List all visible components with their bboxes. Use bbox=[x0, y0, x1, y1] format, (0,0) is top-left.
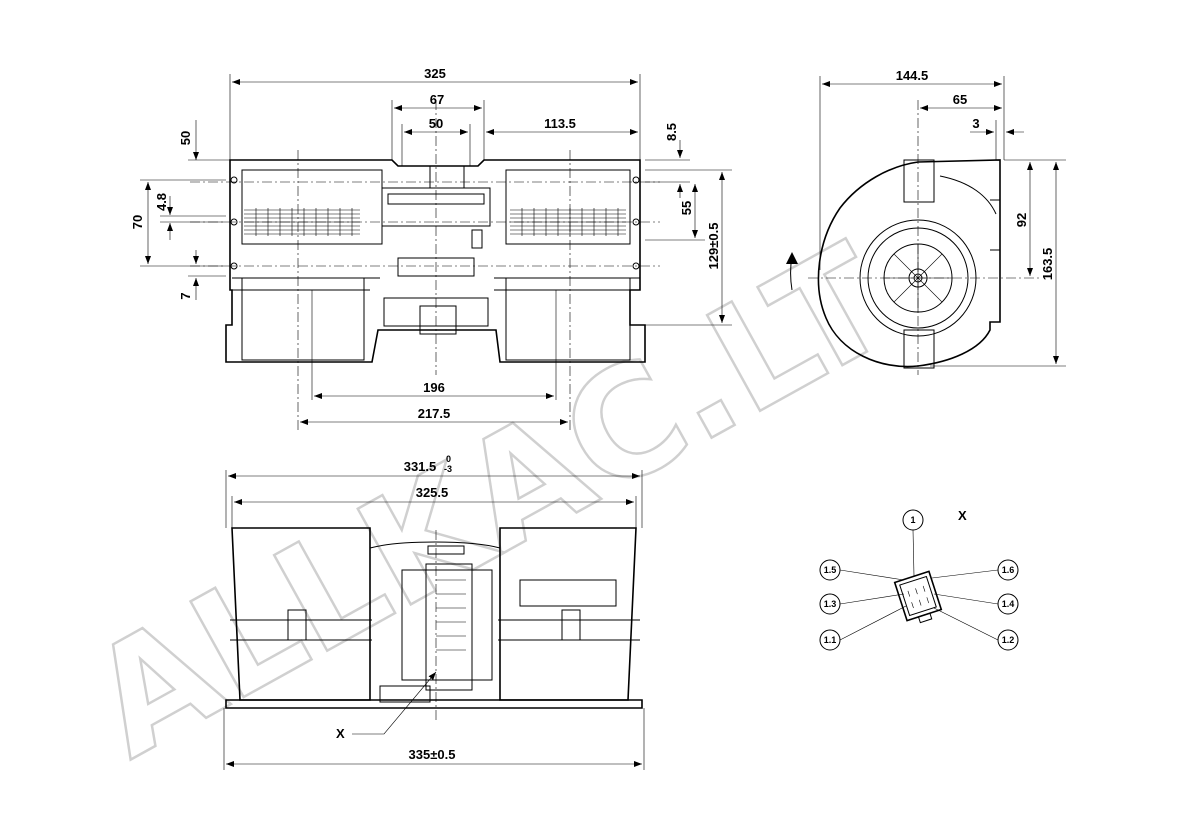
dim-inlet-span: 196 bbox=[311, 290, 557, 400]
detail-title: X bbox=[958, 508, 967, 523]
dim-total-height: 129±0.5 bbox=[645, 169, 732, 326]
svg-text:113.5: 113.5 bbox=[544, 116, 576, 131]
connector-body bbox=[893, 570, 943, 624]
svg-text:1.2: 1.2 bbox=[1002, 635, 1015, 645]
front-view: 325 67 50 113.5 8.5 bbox=[130, 66, 732, 430]
svg-text:1.3: 1.3 bbox=[824, 599, 837, 609]
dim-flange: 3 bbox=[970, 116, 1024, 160]
dim-inlet-height: 70 bbox=[130, 179, 226, 267]
pin-label-1.6: 1.6 bbox=[997, 559, 1019, 581]
pin-leaders bbox=[839, 529, 999, 641]
svg-text:65: 65 bbox=[953, 92, 967, 107]
dim-overall-width: 325 bbox=[229, 66, 641, 160]
pin-label-1: 1 bbox=[902, 509, 924, 531]
dim-axis-offset: 65 bbox=[920, 92, 1002, 111]
svg-text:67: 67 bbox=[430, 92, 444, 107]
svg-text:4.8: 4.8 bbox=[154, 193, 169, 211]
svg-text:-3: -3 bbox=[444, 464, 452, 474]
dim-upper-height: 50 bbox=[178, 120, 230, 161]
dim-connector-width: 50 bbox=[401, 116, 471, 166]
pin-label-1.4: 1.4 bbox=[997, 593, 1019, 615]
svg-text:163.5: 163.5 bbox=[1040, 248, 1055, 281]
dim-side-total-height: 163.5 bbox=[930, 162, 1066, 367]
dim-bottom-gap: 7 bbox=[178, 250, 226, 300]
dim-top-length: 331.5 0 -3 bbox=[225, 454, 643, 528]
dim-center-span: 67 bbox=[391, 92, 485, 160]
svg-text:8.5: 8.5 bbox=[664, 123, 679, 141]
top-housing bbox=[225, 527, 643, 709]
dim-top-step: 8.5 bbox=[645, 123, 690, 198]
svg-text:92: 92 bbox=[1014, 213, 1029, 227]
front-housing bbox=[225, 159, 646, 363]
connector-detail: X 1 1.5 1.6 bbox=[819, 508, 1019, 651]
dim-pitch-55: 55 bbox=[645, 184, 705, 241]
pin-label-1.5: 1.5 bbox=[819, 559, 841, 581]
svg-text:217.5: 217.5 bbox=[418, 406, 451, 421]
dim-outer-span: 217.5 bbox=[300, 406, 568, 425]
pin-label-1.3: 1.3 bbox=[819, 593, 841, 615]
svg-text:1.5: 1.5 bbox=[824, 565, 837, 575]
svg-text:331.5: 331.5 bbox=[404, 459, 437, 474]
svg-text:X: X bbox=[336, 726, 345, 741]
svg-text:7: 7 bbox=[178, 292, 193, 299]
dim-gap: 4.8 bbox=[154, 193, 226, 240]
svg-text:0: 0 bbox=[446, 454, 451, 464]
side-view: 144.5 65 3 92 163.5 bbox=[786, 68, 1066, 375]
svg-text:325: 325 bbox=[424, 66, 446, 81]
detail-x-leader: X bbox=[336, 671, 437, 741]
top-view: 331.5 0 -3 325.5 335±0.5 X bbox=[223, 454, 645, 770]
pin-label-1.2: 1.2 bbox=[997, 629, 1019, 651]
svg-text:3: 3 bbox=[972, 116, 979, 131]
svg-text:50: 50 bbox=[429, 116, 443, 131]
svg-text:50: 50 bbox=[178, 131, 193, 145]
svg-text:1.1: 1.1 bbox=[824, 635, 837, 645]
svg-text:70: 70 bbox=[130, 215, 145, 229]
dim-depth: 144.5 bbox=[819, 68, 1005, 270]
svg-text:1: 1 bbox=[910, 515, 915, 525]
rotation-arrow-icon bbox=[786, 252, 798, 291]
dim-top-base-length: 335±0.5 bbox=[223, 708, 645, 770]
svg-text:196: 196 bbox=[423, 380, 445, 395]
dim-top-inner-length: 325.5 bbox=[231, 485, 637, 528]
svg-text:325.5: 325.5 bbox=[416, 485, 449, 500]
svg-text:1.6: 1.6 bbox=[1002, 565, 1015, 575]
pin-label-1.1: 1.1 bbox=[819, 629, 841, 651]
dim-side-offset: 113.5 bbox=[486, 116, 638, 135]
svg-text:129±0.5: 129±0.5 bbox=[706, 223, 721, 270]
svg-text:55: 55 bbox=[679, 201, 694, 215]
svg-text:335±0.5: 335±0.5 bbox=[409, 747, 456, 762]
svg-text:144.5: 144.5 bbox=[896, 68, 929, 83]
svg-text:1.4: 1.4 bbox=[1002, 599, 1015, 609]
dim-axis-height: 92 bbox=[1004, 159, 1066, 276]
